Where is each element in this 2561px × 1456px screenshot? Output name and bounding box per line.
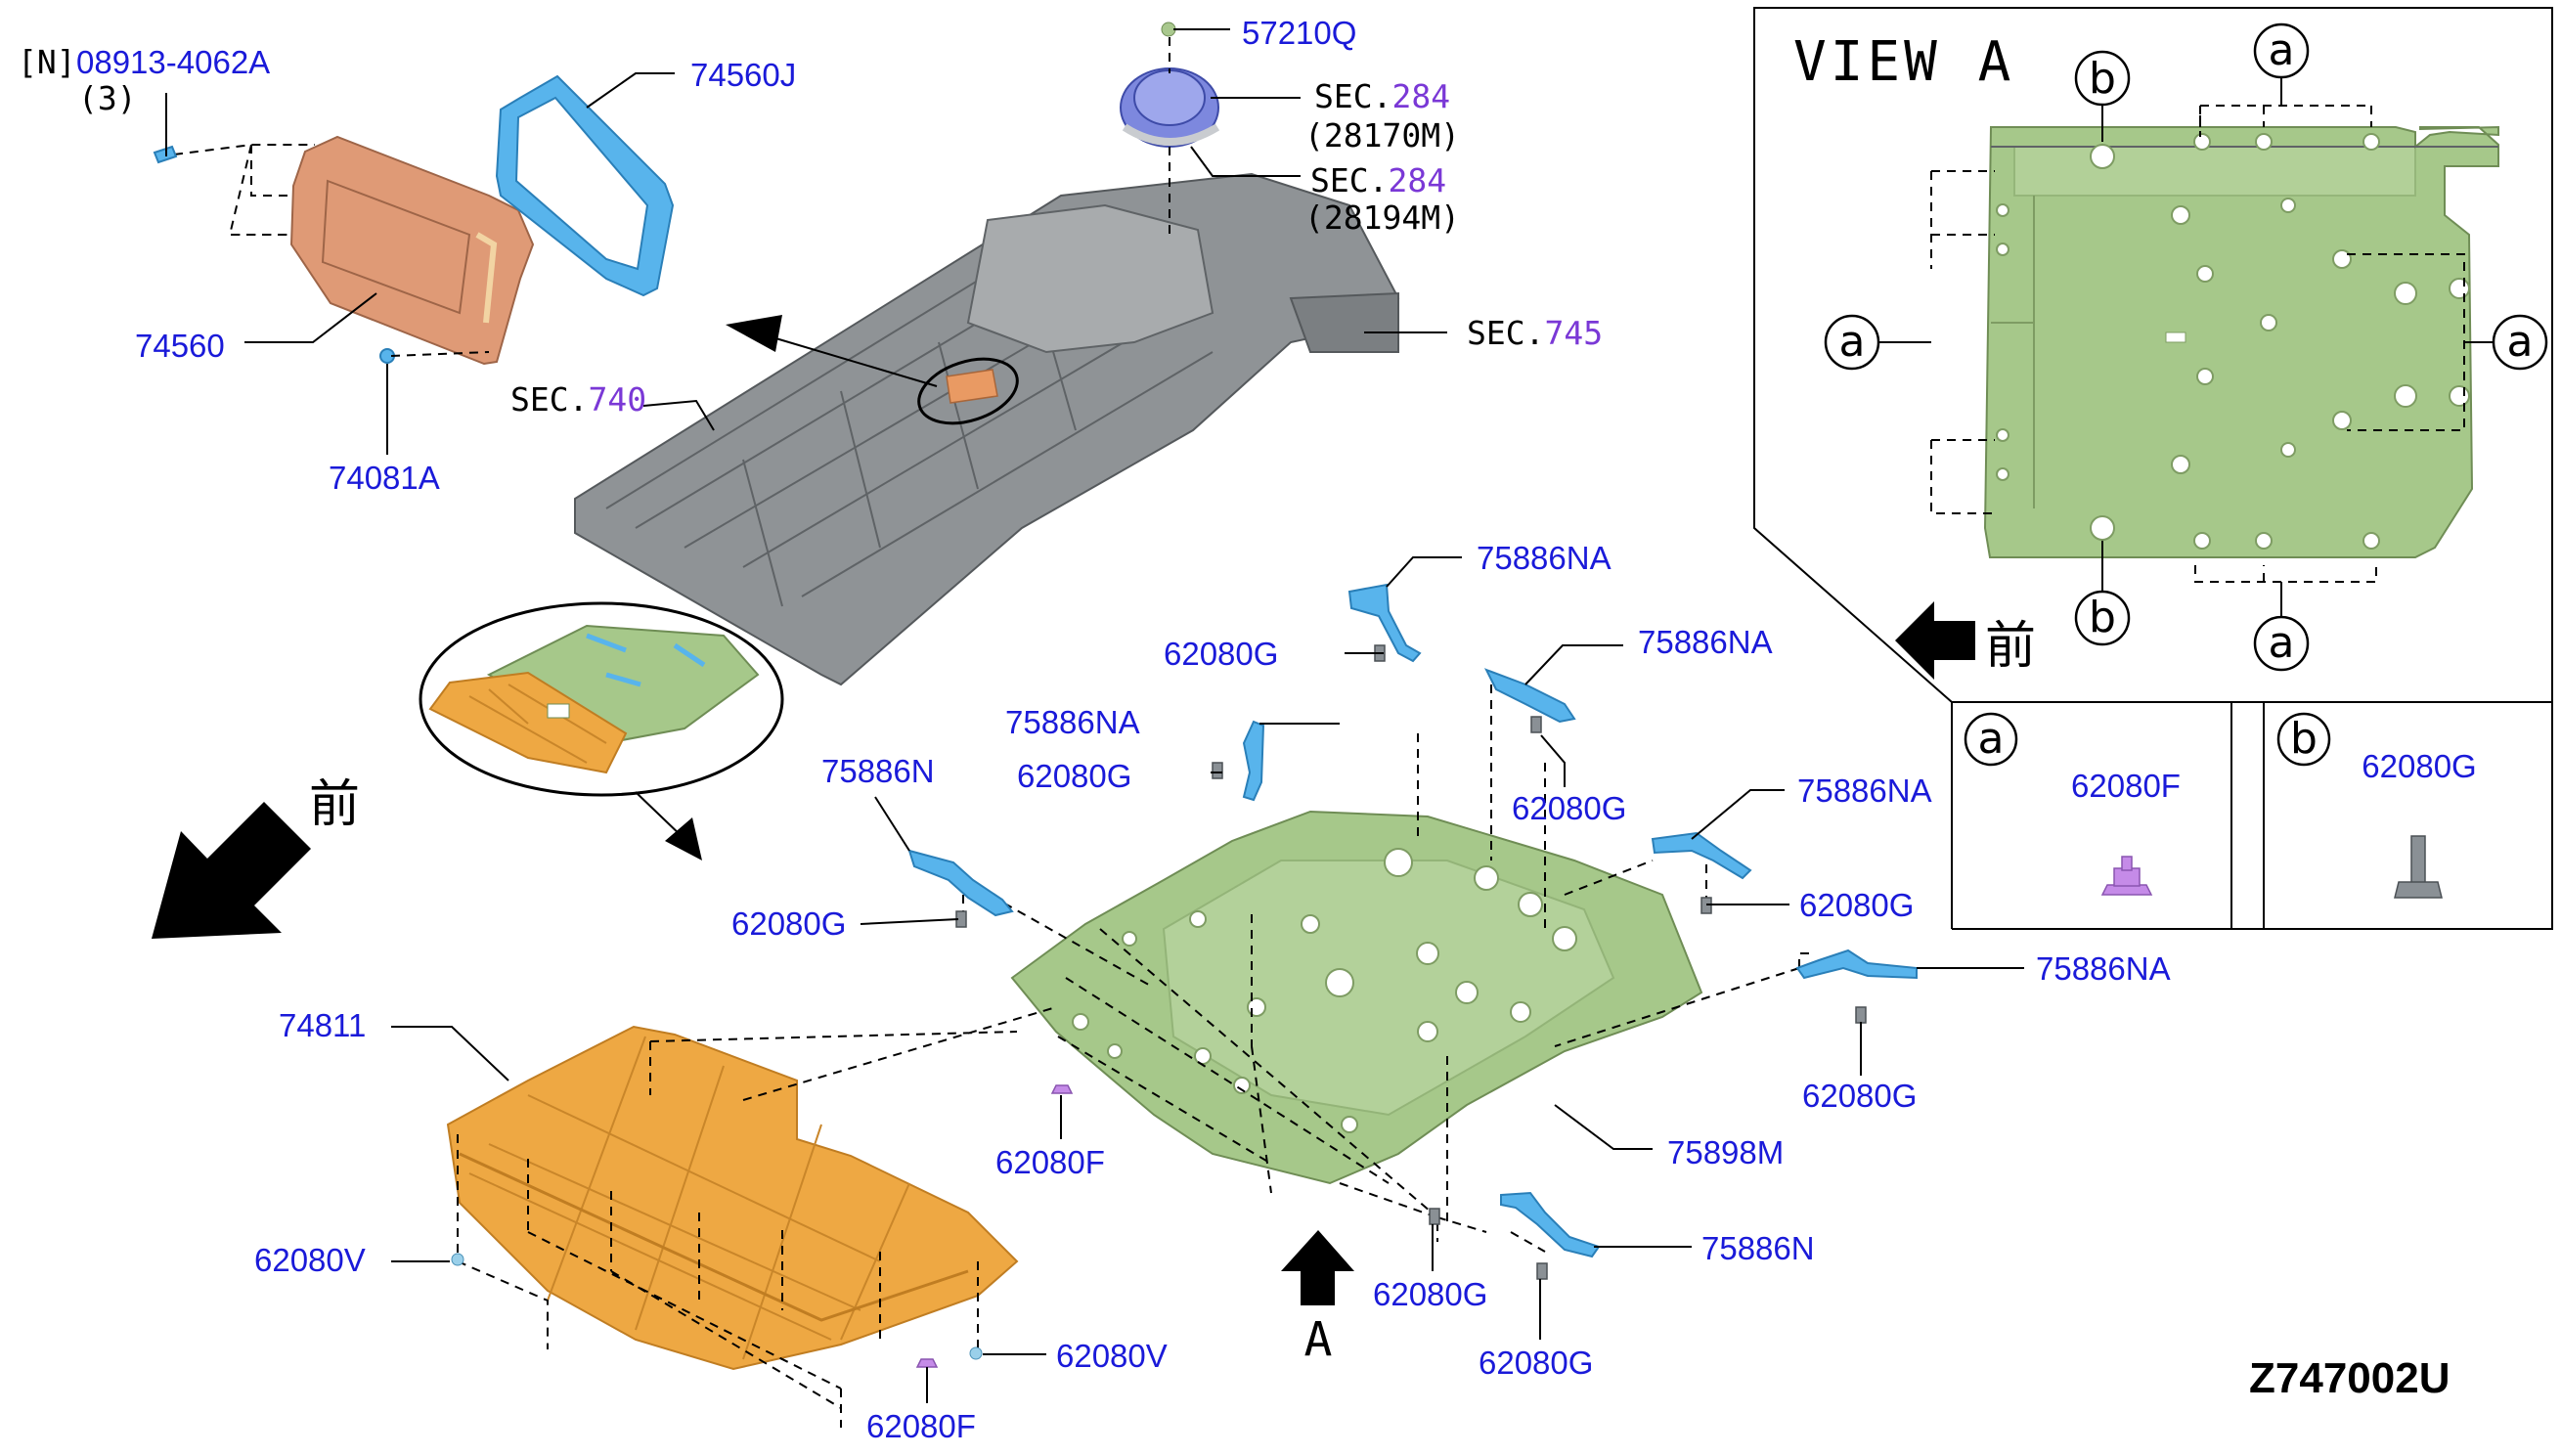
bolt-62080g-b xyxy=(1530,716,1542,733)
label-62080g-8: 62080G xyxy=(1479,1345,1593,1381)
svg-text:a: a xyxy=(2269,618,2295,668)
legend-a-part: 62080F xyxy=(2071,768,2181,804)
svg-text:前: 前 xyxy=(309,775,360,834)
bracket-75886na-3 xyxy=(1242,720,1265,802)
legend-cell-a: a 62080F xyxy=(1964,712,2181,896)
svg-text:b: b xyxy=(2089,54,2116,104)
svg-text:a: a xyxy=(1839,317,1866,367)
bolt-62080g-c xyxy=(1212,762,1223,779)
underside-zoom-ellipse xyxy=(419,601,784,860)
label-75886na-2: 75886NA xyxy=(1638,624,1773,660)
view-a-floor-plate xyxy=(1983,125,2499,558)
main-front-arrow: 前 xyxy=(152,775,360,939)
label-75886na-5: 75886NA xyxy=(2036,950,2171,987)
bolt-62080g-icon xyxy=(2394,835,2443,899)
label-62080g-3: 62080G xyxy=(1017,758,1131,794)
label-sec-284-a: SEC.284 xyxy=(1314,77,1450,115)
label-62080g-4: 62080G xyxy=(731,905,846,942)
label-62080v-1: 62080V xyxy=(254,1242,366,1278)
label-62080f-2: 62080F xyxy=(866,1408,976,1444)
label-sec-745: SEC.745 xyxy=(1467,314,1603,352)
label-74081a: 74081A xyxy=(329,460,440,496)
label-08913-prefix: [N] xyxy=(18,43,76,81)
label-75886na-3: 75886NA xyxy=(1005,704,1140,740)
svg-text:a: a xyxy=(1978,714,2005,764)
bracket-75886na-5 xyxy=(1795,949,1918,980)
view-a-indicator-arrow: A xyxy=(1281,1230,1354,1367)
bolt-62080g-f xyxy=(1855,1006,1867,1024)
bracket-75886na-4 xyxy=(1651,831,1752,880)
callout-b-top: b xyxy=(2074,50,2131,142)
label-62080g-6: 62080G xyxy=(1802,1078,1917,1114)
callout-a-top: a xyxy=(2253,22,2310,106)
callout-a-left: a xyxy=(1824,314,1931,371)
view-a-title: VIEW A xyxy=(1793,30,2014,94)
label-08913-qty: (3) xyxy=(78,79,137,117)
view-a-front-arrow: 前 xyxy=(1895,601,2036,680)
callout-b-bottom: b xyxy=(2074,541,2131,646)
label-28170m: (28170M) xyxy=(1304,116,1460,154)
clip-62080v-a xyxy=(451,1253,464,1266)
label-75886n-1: 75886N xyxy=(821,753,935,789)
legend-cell-b: b 62080G xyxy=(2276,712,2477,899)
label-62080g-7: 62080G xyxy=(1373,1276,1487,1312)
view-a-panel: VIEW A xyxy=(1753,7,2553,930)
clip-62080f-b xyxy=(915,1358,939,1368)
svg-text:A: A xyxy=(1304,1312,1333,1367)
label-sec-740: SEC.740 xyxy=(510,380,646,419)
label-75898m: 75898M xyxy=(1667,1134,1784,1170)
callout-a-bottom: a xyxy=(2253,582,2310,672)
seal-74560j xyxy=(495,74,675,297)
label-75886na-1: 75886NA xyxy=(1477,540,1612,576)
svg-text:b: b xyxy=(2290,714,2318,764)
label-28194m: (28194M) xyxy=(1304,199,1460,237)
undercover-75898m xyxy=(1010,810,1703,1185)
svg-text:a: a xyxy=(2269,25,2295,75)
undercover-74811 xyxy=(446,1025,1019,1371)
bracket-75886n-2 xyxy=(1500,1191,1601,1258)
label-75886n-2: 75886N xyxy=(1701,1230,1815,1266)
diagram-code: Z747002U xyxy=(2249,1354,2450,1402)
label-62080v-2: 62080V xyxy=(1056,1338,1168,1374)
label-74811: 74811 xyxy=(279,1007,366,1043)
svg-text:a: a xyxy=(2507,317,2534,367)
clip-62080f-a xyxy=(1050,1084,1074,1094)
label-62080g-1: 62080G xyxy=(1164,636,1278,672)
access-cover-group xyxy=(153,74,675,366)
label-74560j: 74560J xyxy=(690,57,796,93)
label-08913-4062a: 08913-4062A xyxy=(76,44,270,80)
label-sec-284-b: SEC.284 xyxy=(1310,161,1446,199)
label-57210q: 57210Q xyxy=(1242,15,1356,51)
label-62080g-5: 62080G xyxy=(1799,887,1914,923)
legend-b-part: 62080G xyxy=(2362,748,2476,784)
label-74560: 74560 xyxy=(135,328,225,364)
label-62080f-1: 62080F xyxy=(995,1144,1105,1180)
svg-text:b: b xyxy=(2089,593,2116,642)
bracket-75886n-1 xyxy=(907,849,1014,917)
bolt-62080g-h xyxy=(1536,1262,1548,1280)
label-62080g-2: 62080G xyxy=(1512,790,1626,826)
label-75886na-4: 75886NA xyxy=(1797,772,1932,809)
bolt-62080g-g xyxy=(1429,1208,1440,1225)
svg-text:前: 前 xyxy=(1985,617,2036,676)
bracket-75886na-2 xyxy=(1483,668,1576,724)
clip-62080v-b xyxy=(969,1346,983,1360)
callout-a-right: a xyxy=(2464,314,2548,371)
spare-tire xyxy=(1120,22,1220,235)
clip-62080f-icon xyxy=(2100,856,2153,896)
floor-pan xyxy=(574,172,1400,686)
bracket-75886na-1 xyxy=(1347,583,1422,663)
